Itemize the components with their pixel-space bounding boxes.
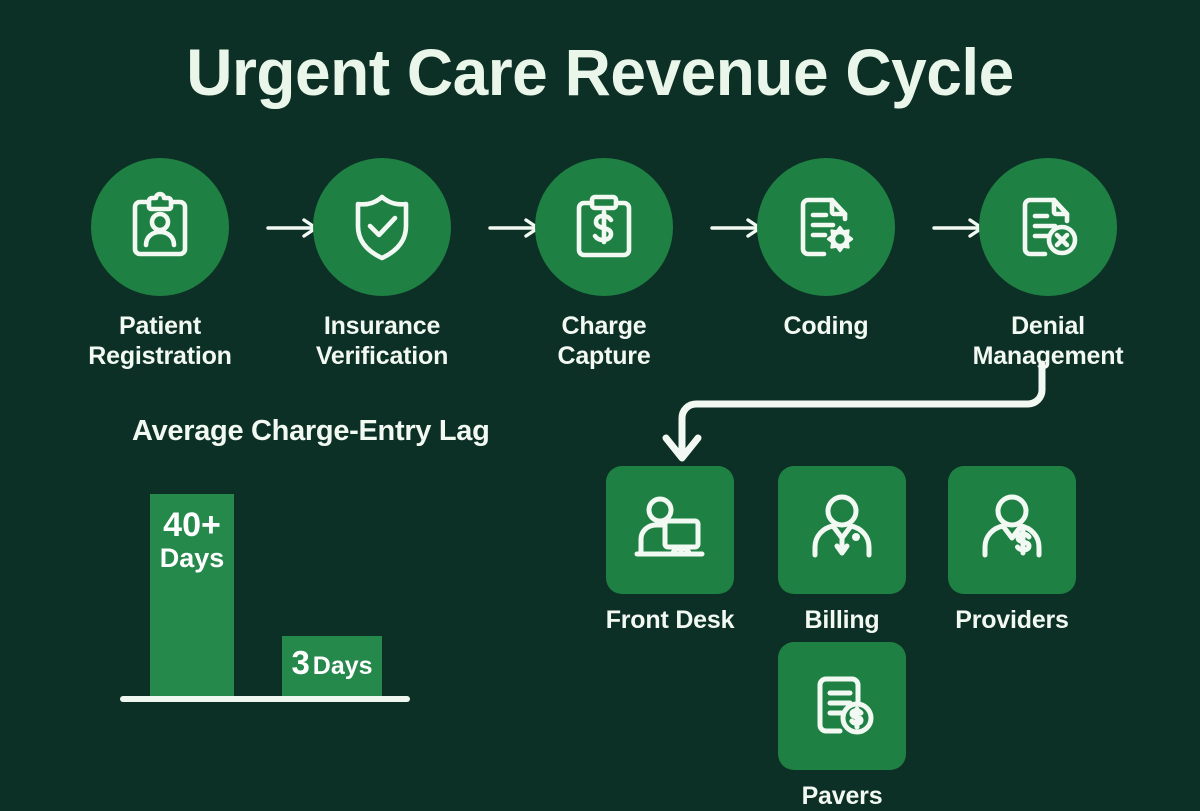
label-line-1: Charge: [561, 312, 647, 340]
process-step-coding[interactable]: Coding: [726, 158, 926, 342]
stakeholder-icon-tile: [778, 466, 906, 594]
process-step-label: Patient Registration: [60, 312, 260, 371]
label-line-1: Insurance: [323, 312, 441, 340]
process-step-icon-circle: [91, 158, 229, 296]
process-step-patient-registration[interactable]: Patient Registration: [60, 158, 260, 371]
arrow-down-connector-icon: [662, 360, 1046, 462]
process-step-insurance-verification[interactable]: Insurance Verification: [282, 158, 482, 371]
bar-value-unit: Days: [159, 542, 225, 573]
label-line-2: Capture: [557, 341, 651, 370]
page-title: Urgent Care Revenue Cycle: [186, 35, 1014, 109]
bar-value-label: 40+ Days: [150, 508, 234, 572]
document-gear-icon: [800, 197, 854, 257]
label-line-1: Denial: [1011, 312, 1085, 340]
process-step-denial-management[interactable]: Denial Management: [948, 158, 1148, 371]
bar-value-number: 40+: [163, 506, 221, 544]
process-step-label: Denial Management: [948, 312, 1148, 371]
bar-value-unit: Days: [312, 652, 373, 680]
document-x-icon: [1022, 197, 1078, 257]
document-dollar-icon: [817, 676, 874, 735]
label-line-2: Verification: [315, 341, 449, 370]
stakeholder-icon-tile: [948, 466, 1076, 594]
chart-baseline: [120, 696, 410, 702]
stakeholder-pavers[interactable]: Pavers: [762, 642, 922, 811]
stakeholder-label: Billing: [804, 606, 880, 634]
process-step-icon-circle: [535, 158, 673, 296]
label-line-2: Registration: [88, 341, 232, 370]
stakeholder-label: Providers: [955, 606, 1069, 634]
stakeholder-icon-tile: [778, 642, 906, 770]
stakeholder-billing[interactable]: Billing: [762, 466, 922, 635]
process-flow: Patient Registration Insurance Verificat…: [60, 158, 1150, 378]
person-at-desk-icon: [634, 496, 705, 557]
stakeholder-label: Front Desk: [605, 606, 735, 634]
stakeholder-label: Pavers: [801, 782, 883, 810]
stakeholder-front-desk[interactable]: Front Desk: [590, 466, 750, 635]
process-step-icon-circle: [757, 158, 895, 296]
person-dollar-icon: [982, 494, 1042, 558]
clipboard-person-icon: [132, 191, 188, 257]
process-step-label: Coding: [726, 312, 926, 342]
process-step-label: Charge Capture: [504, 312, 704, 371]
label-line-1: Coding: [783, 312, 869, 340]
process-step-icon-circle: [979, 158, 1117, 296]
bar-before: 40+ Days: [150, 494, 234, 696]
chart-title: Average Charge-Entry Lag: [132, 415, 490, 447]
stakeholder-icon-tile: [606, 466, 734, 594]
shield-check-icon: [355, 194, 409, 261]
clipboard-dollar-icon: [576, 194, 632, 258]
process-step-icon-circle: [313, 158, 451, 296]
person-stethoscope-icon: [812, 494, 872, 558]
process-step-label: Insurance Verification: [282, 312, 482, 371]
stakeholder-providers[interactable]: Providers: [932, 466, 1092, 635]
label-line-1: Patient: [119, 312, 201, 340]
process-step-charge-capture[interactable]: Charge Capture: [504, 158, 704, 371]
bar-value-number: 3: [291, 644, 310, 681]
stakeholder-group: Front Desk Billing: [590, 466, 1130, 810]
label-line-2: Management: [972, 341, 1124, 370]
